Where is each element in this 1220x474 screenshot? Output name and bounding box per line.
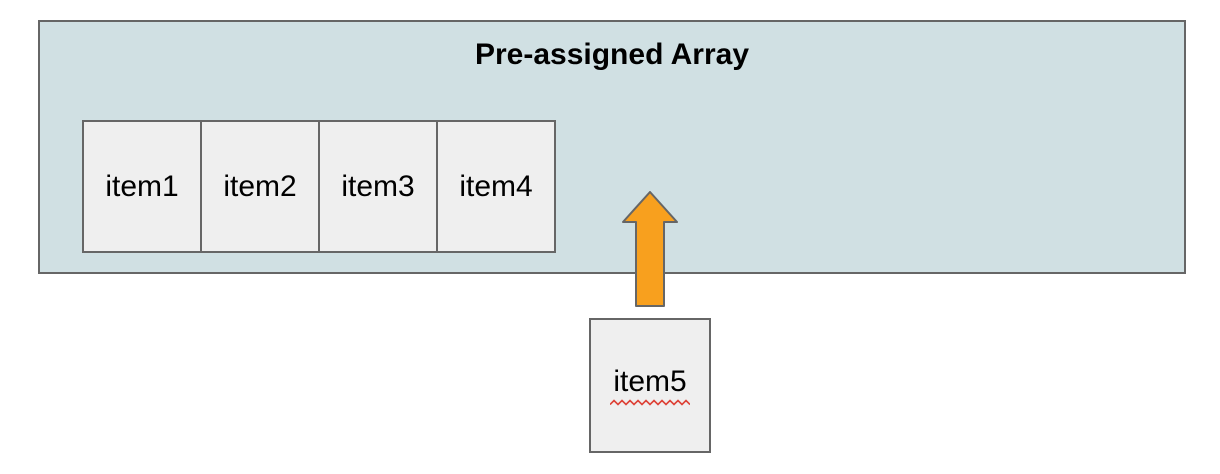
spellcheck-squiggle-icon: [610, 399, 690, 406]
array-cell-1: item1: [82, 120, 202, 253]
array-cell-label: item3: [341, 169, 415, 203]
array-cell-label: item2: [223, 169, 297, 203]
array-cell-label: item4: [459, 169, 533, 203]
item5-label-wrap: item5: [610, 365, 690, 406]
pre-assigned-array-container: Pre-assigned Array item1 item2 item3 ite…: [38, 20, 1186, 274]
array-cells-row: item1 item2 item3 item4: [82, 120, 556, 253]
array-cell-label: item1: [105, 169, 179, 203]
item5-label: item5: [613, 365, 687, 398]
array-cell-2: item2: [200, 120, 320, 253]
array-cell-3: item3: [318, 120, 438, 253]
item5-box: item5: [589, 318, 711, 453]
array-title: Pre-assigned Array: [474, 38, 749, 71]
up-arrow-icon: [622, 191, 678, 307]
array-cell-4: item4: [436, 120, 556, 253]
